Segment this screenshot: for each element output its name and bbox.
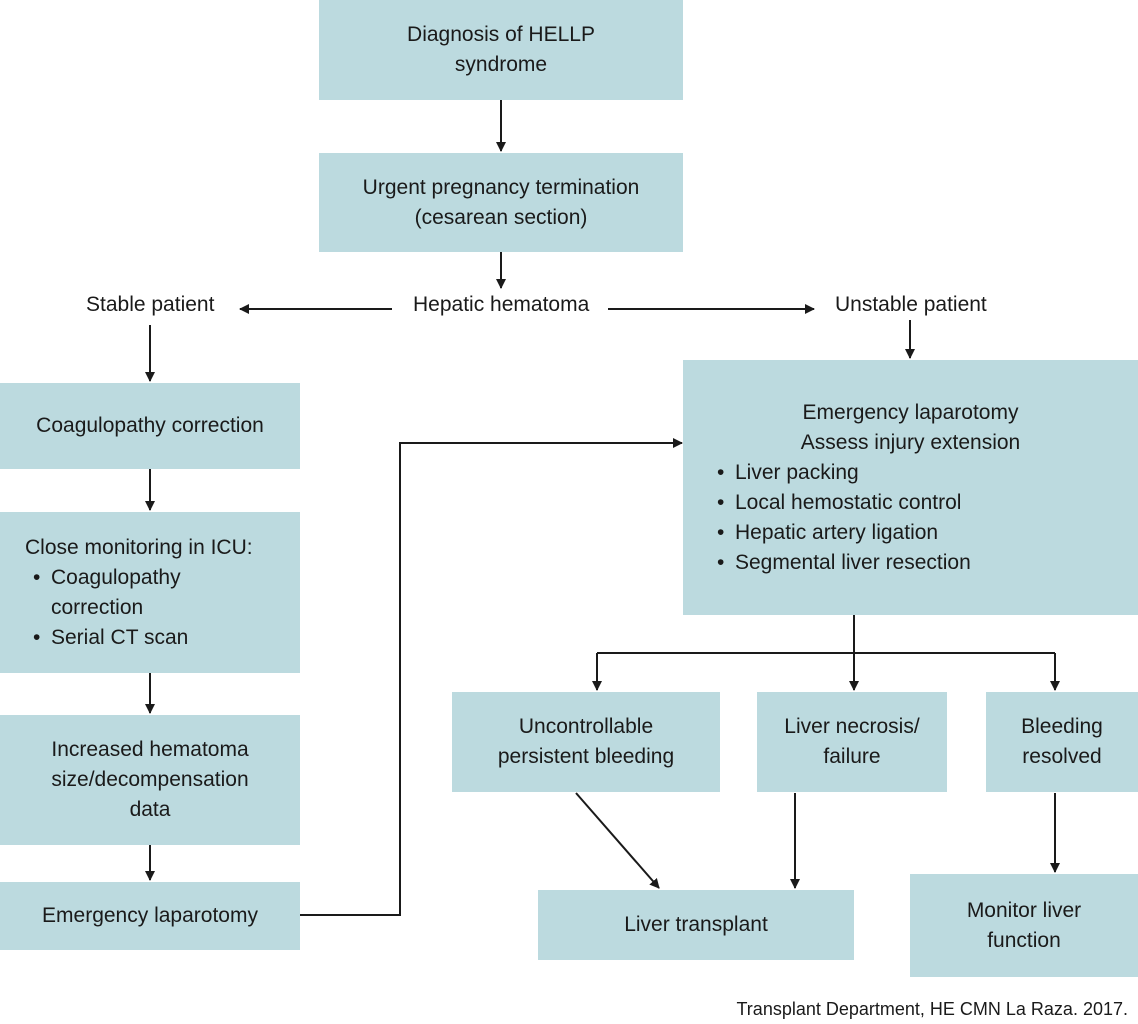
termination-box: Urgent pregnancy termination (cesarean s… — [319, 153, 683, 252]
uncontrollable-bleeding-box: Uncontrollable persistent bleeding — [452, 692, 720, 792]
diagnosis-box: Diagnosis of HELLP syndrome — [319, 0, 683, 100]
diagnosis-line-2: syndrome — [454, 53, 548, 76]
item-liver-packing: Liver packing — [717, 458, 971, 488]
liver-transplant-box: Liver transplant — [538, 890, 854, 960]
increased-line-2: size/decompensation — [51, 768, 249, 791]
increased-line-1: Increased hematoma — [51, 738, 249, 761]
emergency-right-list: Liver packing Local hemostatic control H… — [717, 458, 971, 578]
monitoring-title: Close monitoring in ICU: — [25, 535, 253, 559]
emergency-right-line-2: Assess injury extension — [800, 430, 1021, 454]
increased-hematoma-box: Increased hematoma size/decompensation d… — [0, 715, 300, 845]
coagulopathy-text: Coagulopathy correction — [36, 414, 264, 437]
emergency-right-line-1: Emergency laparotomy — [802, 400, 1019, 424]
increased-line-3: data — [129, 798, 171, 821]
emergency-laparotomy-right-box: Emergency laparotomy Assess injury exten… — [683, 360, 1138, 615]
monitor-line-1: Monitor liver — [966, 898, 1082, 922]
resolved-line-2: resolved — [1022, 745, 1102, 768]
source-caption: Transplant Department, HE CMN La Raza. 2… — [736, 999, 1128, 1019]
hepatic-hematoma-label: Hepatic hematoma — [413, 293, 590, 316]
bleeding-resolved-box: Bleeding resolved — [986, 692, 1138, 792]
diagnosis-line-1: Diagnosis of HELLP — [407, 23, 595, 46]
stable-patient-label: Stable patient — [86, 293, 215, 316]
item-hepatic-artery: Hepatic artery ligation — [717, 518, 971, 548]
monitoring-item-ct: Serial CT scan — [33, 623, 188, 653]
termination-line-2: (cesarean section) — [414, 205, 588, 229]
monitoring-box: Close monitoring in ICU: Coagulopathycor… — [0, 512, 300, 673]
item-segmental-resection: Segmental liver resection — [717, 548, 971, 578]
liver-necrosis-box: Liver necrosis/ failure — [757, 692, 947, 792]
monitor-liver-function-box: Monitor liver function — [910, 874, 1138, 977]
item-local-hemostatic: Local hemostatic control — [717, 488, 971, 518]
necrosis-line-2: failure — [823, 745, 881, 768]
arrow-emergency-left-to-right — [299, 438, 683, 916]
unstable-patient-label: Unstable patient — [835, 293, 987, 316]
arrow-uncontrollable-to-transplant — [575, 792, 660, 889]
monitor-line-2: function — [987, 928, 1061, 952]
emergency-left-text: Emergency laparotomy — [42, 904, 258, 927]
liver-transplant-text: Liver transplant — [624, 913, 768, 936]
necrosis-line-1: Liver necrosis/ — [784, 715, 920, 738]
uncontrollable-line-1: Uncontrollable — [518, 715, 654, 738]
coagulopathy-box: Coagulopathy correction — [0, 383, 300, 469]
resolved-line-1: Bleeding — [1021, 715, 1103, 738]
termination-line-1: Urgent pregnancy termination — [362, 175, 640, 199]
uncontrollable-line-2: persistent bleeding — [497, 745, 675, 768]
emergency-laparotomy-left-box: Emergency laparotomy — [0, 882, 300, 950]
